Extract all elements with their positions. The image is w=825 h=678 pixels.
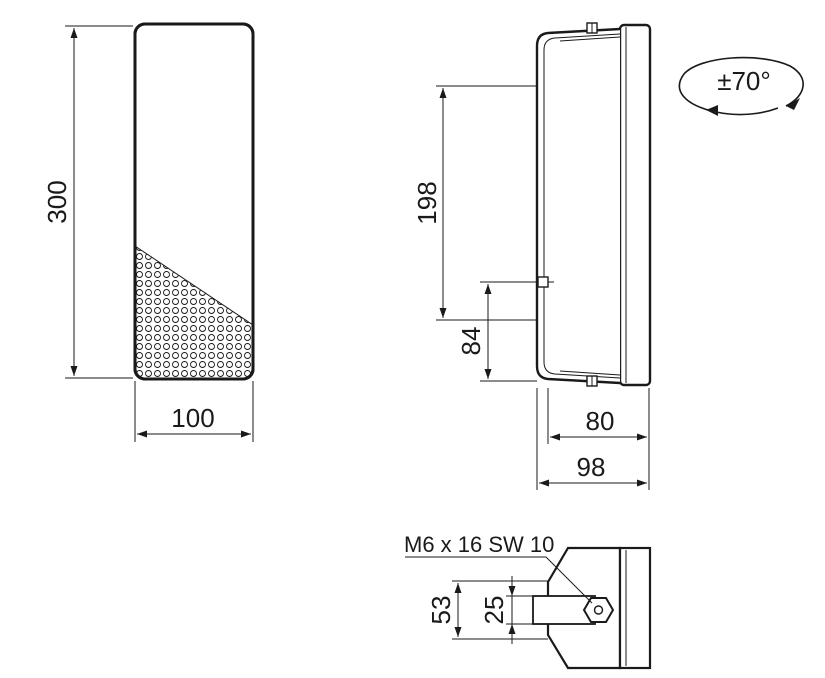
dim-side-198: 198 [412,181,442,224]
side-view: 198 84 80 98 [412,22,652,490]
dim-side-98: 98 [577,452,606,482]
perforated-grille [135,246,253,379]
side-housing [535,27,621,385]
bracket-detail: M6 x 16 SW 10 53 25 [404,532,652,670]
dim-bracket-25: 25 [479,596,509,625]
front-view: 300 100 [42,22,255,442]
dim-side-84: 84 [456,327,486,356]
side-front-body [618,23,652,387]
rotation-symbol: ±70° [678,56,804,116]
dim-side-80: 80 [586,406,615,436]
hex-nut [582,597,615,623]
screw-label: M6 x 16 SW 10 [404,532,554,557]
dim-bracket-53: 53 [426,596,456,625]
dim-front-height: 300 [42,180,72,223]
dim-front-width: 100 [171,403,214,433]
rotation-label: ±70° [717,66,771,96]
